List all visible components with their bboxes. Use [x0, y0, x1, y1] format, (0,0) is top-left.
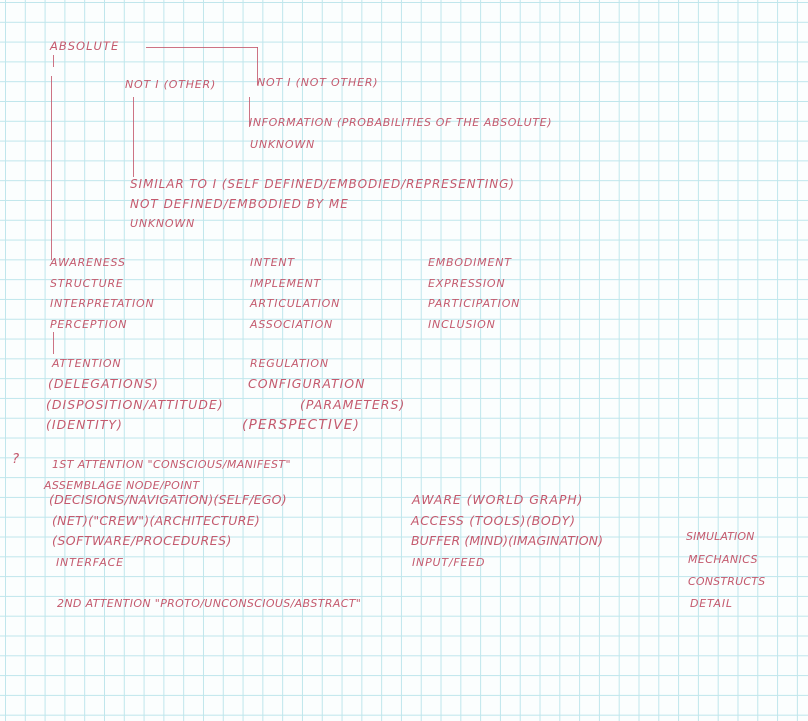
absolute-connector-right — [257, 47, 259, 85]
second-attention-label: 2ND ATTENTION "PROTO/UNCONSCIOUS/ABSTRAC… — [57, 597, 362, 610]
detail-label: DETAIL — [690, 597, 733, 610]
information-branch-line — [249, 97, 251, 127]
constructs-label: CONSTRUCTS — [688, 575, 766, 588]
mechanics-label: MECHANICS — [688, 553, 758, 566]
col1-item-structure: STRUCTURE — [50, 277, 124, 290]
decisions-label: (DECISIONS/NAVIGATION)(SELF/EGO) — [49, 492, 287, 507]
col2-item-intent: INTENT — [250, 256, 295, 269]
perspective-label: (PERSPECTIVE) — [242, 417, 361, 433]
similar-to-i-label: SIMILAR TO I (SELF DEFINED/EMBODIED/REPR… — [130, 177, 515, 191]
unknown-label-1: UNKNOWN — [250, 138, 316, 151]
delegations-label: (DELEGATIONS) — [48, 376, 159, 391]
col3-item-expression: EXPRESSION — [428, 277, 506, 290]
disposition-label: (DISPOSITION/ATTITUDE) — [46, 397, 224, 412]
attention-branch-line — [53, 332, 55, 354]
question-mark: ? — [12, 451, 21, 467]
col3-item-inclusion: INCLUSION — [428, 318, 496, 331]
software-label: (SOFTWARE/PROCEDURES) — [52, 533, 232, 548]
absolute-left-tick — [53, 55, 55, 67]
configuration-label: CONFIGURATION — [248, 376, 366, 391]
col3-item-participation: PARTICIPATION — [428, 297, 521, 310]
aware-label: AWARE (WORLD GRAPH) — [412, 492, 584, 507]
not-i-other-label: NOT I (OTHER) — [125, 78, 217, 91]
absolute-label: ABSOLUTE — [50, 39, 120, 53]
input-feed-label: INPUT/FEED — [412, 556, 486, 569]
buffer-label: BUFFER (MIND)(IMAGINATION) — [411, 533, 604, 548]
unknown-label-2: UNKNOWN — [130, 217, 196, 230]
col2-item-association: ASSOCIATION — [250, 318, 334, 331]
col2-item-implement: IMPLEMENT — [250, 277, 322, 290]
absolute-connector-top — [146, 47, 258, 49]
not-defined-label: NOT DEFINED/EMBODIED BY ME — [130, 197, 349, 211]
interface-label: INTERFACE — [56, 556, 124, 569]
col1-item-interpretation: INTERPRETATION — [50, 297, 155, 310]
regulation-label: REGULATION — [250, 357, 329, 370]
net-crew-label: (NET)("CREW")(ARCHITECTURE) — [52, 513, 261, 528]
col1-item-awareness: AWARENESS — [50, 256, 126, 269]
first-attention-label: 1ST ATTENTION "CONSCIOUS/MANIFEST" — [52, 458, 291, 471]
col1-item-perception: PERCEPTION — [50, 318, 128, 331]
col3-item-embodiment: EMBODIMENT — [428, 256, 512, 269]
assemblage-label: ASSEMBLAGE NODE/POINT — [44, 479, 200, 492]
col2-item-articulation: ARTICULATION — [250, 297, 341, 310]
information-label: INFORMATION (PROBABILITIES OF THE ABSOLU… — [249, 116, 553, 129]
main-trunk-line — [51, 76, 53, 260]
simulation-label: SIMULATION — [686, 530, 755, 543]
parameters-label: (PARAMETERS) — [300, 397, 406, 412]
access-label: ACCESS (TOOLS)(BODY) — [411, 513, 576, 528]
identity-label: (IDENTITY) — [46, 417, 123, 432]
not-i-branch-line — [133, 97, 135, 177]
attention-label: ATTENTION — [52, 357, 122, 370]
not-i-not-other-label: NOT I (NOT OTHER) — [257, 76, 379, 89]
